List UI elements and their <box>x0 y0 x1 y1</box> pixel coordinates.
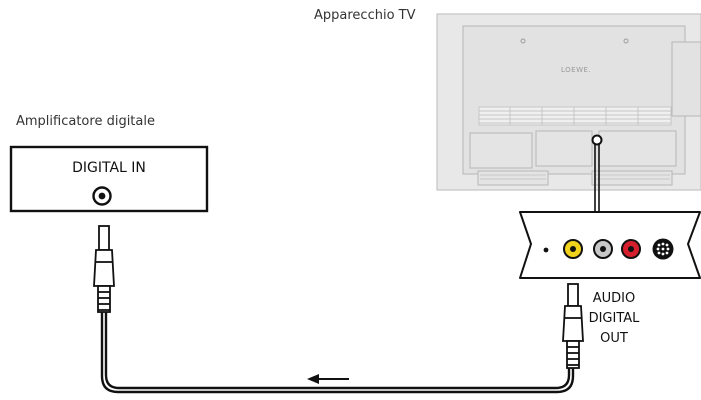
amplifier-box <box>9 145 209 213</box>
audio-out-line-2: DIGITAL <box>588 311 640 326</box>
audio-out-line-3: OUT <box>600 331 628 346</box>
av-adapter <box>519 211 701 279</box>
audio-out-line-1: AUDIO <box>592 291 636 306</box>
digital-audio-cable <box>100 312 575 394</box>
vent-grille <box>478 106 672 126</box>
tv-label: Apparecchio TV <box>314 8 416 23</box>
audio-digital-out-label: AUDIO DIGITAL OUT <box>582 289 646 349</box>
signal-direction-arrow <box>307 374 349 384</box>
left-rca-plug <box>93 225 115 313</box>
digital-in-label: DIGITAL IN <box>72 160 146 176</box>
tv-adapter-cable <box>594 143 600 212</box>
amplifier-label: Amplificatore digitale <box>16 114 155 129</box>
tv-back-panel <box>436 13 701 191</box>
tv-brand-logo: LOEWE. <box>561 66 592 74</box>
right-rca-plug <box>562 283 584 369</box>
